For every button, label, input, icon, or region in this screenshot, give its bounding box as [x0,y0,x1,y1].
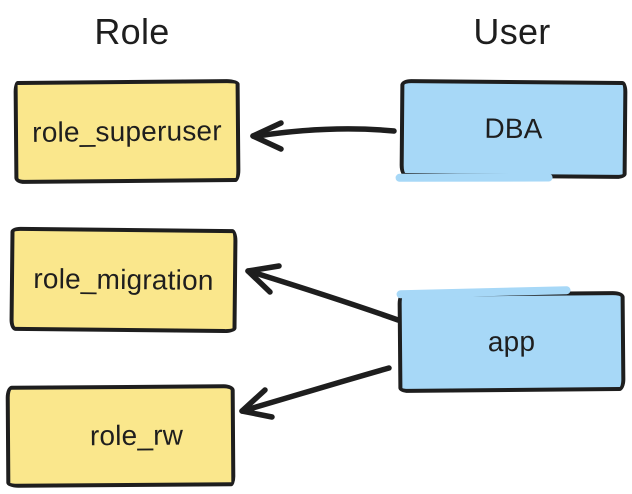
role-box-rw: role_rw [5,384,236,488]
arrow-dba-to-role-superuser [250,120,397,152]
arrowhead [245,263,282,274]
arrow-app-to-role-rw [239,365,392,420]
column-heading-user: User [473,11,551,52]
role-migration-label: role_migration [33,263,214,296]
role-superuser-label: role_superuser [32,114,222,148]
arrow-app-to-role-migration [245,263,401,323]
user-app-label: app [487,325,536,358]
role-box-migration: role_migration [9,226,238,334]
arrowhead [250,133,284,152]
column-heading-role: Role [94,11,170,52]
user-dba-label: DBA [484,112,543,145]
user-box-dba: DBA [399,79,628,179]
role-rw-label: role_rw [89,419,184,452]
role-box-superuser: role_superuser [13,79,241,184]
arrowhead [239,387,268,414]
user-box-app: app [397,291,626,393]
arrowhead [239,408,275,420]
arrowhead [250,120,284,139]
arrowhead [245,268,273,295]
